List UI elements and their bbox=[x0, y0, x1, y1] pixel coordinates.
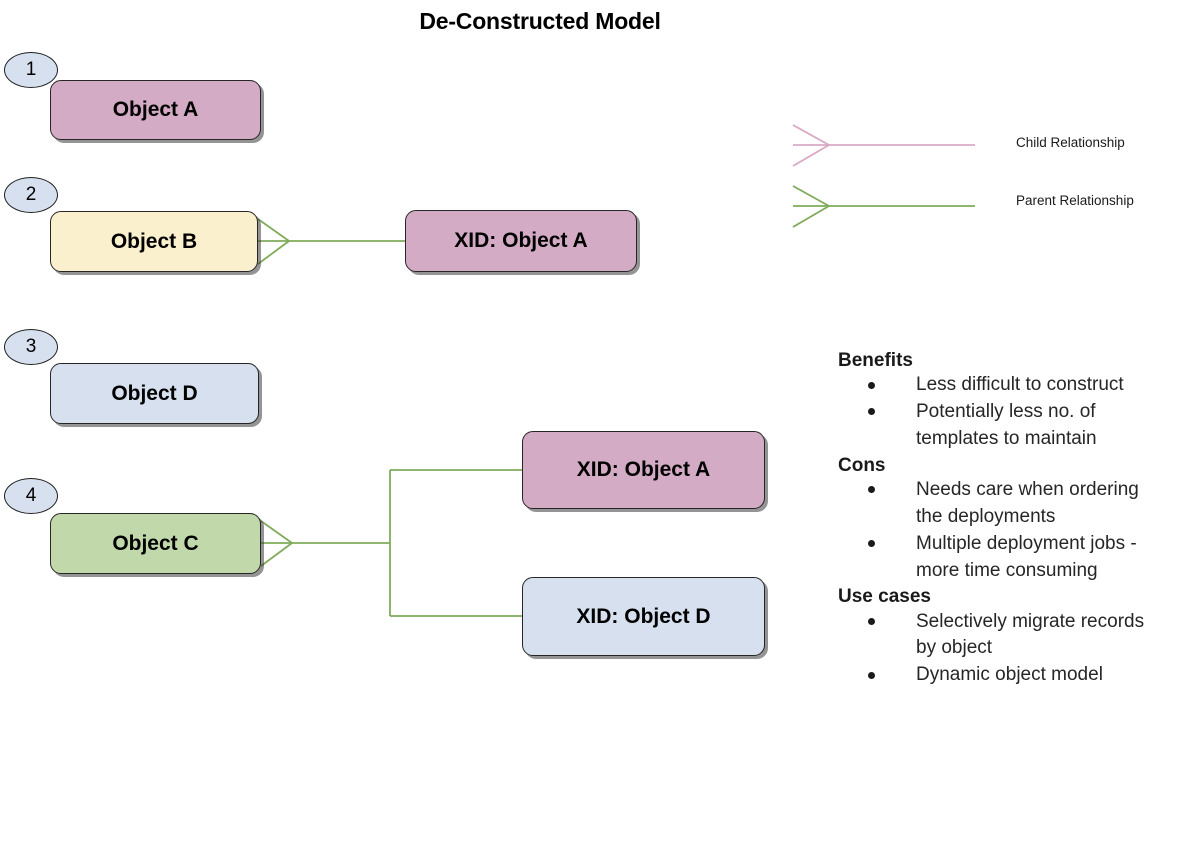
list-item: Potentially less no. of templates to mai… bbox=[868, 399, 1168, 453]
benefits-heading: Benefits bbox=[838, 350, 913, 371]
list-item-text: Needs care when ordering the deployments bbox=[916, 479, 1139, 527]
step-badge-2: 2 bbox=[4, 177, 58, 213]
benefits-list: Less difficult to construct Potentially … bbox=[838, 372, 1168, 452]
node-xid-object-d-step4[interactable]: XID: Object D bbox=[522, 577, 765, 656]
connector-object-c-branch bbox=[260, 469, 523, 617]
legend-child-relationship-label: Child Relationship bbox=[1016, 135, 1125, 150]
use-cases-heading: Use cases bbox=[838, 586, 931, 608]
step-badge-4: 4 bbox=[4, 478, 58, 514]
cons-list: Needs care when ordering the deployments… bbox=[838, 477, 1168, 584]
list-item: Dynamic object model bbox=[868, 662, 1168, 689]
list-item-text: Less difficult to construct bbox=[916, 374, 1124, 396]
bullet-icon bbox=[868, 381, 875, 389]
list-item: Needs care when ordering the deployments bbox=[868, 477, 1168, 531]
list-item-text: Selectively migrate records by object bbox=[916, 610, 1145, 659]
page-title: De-Constructed Model bbox=[419, 8, 661, 34]
notes-panel: Benefits Less difficult to construct Pot… bbox=[838, 348, 1168, 689]
list-item-text: Dynamic object model bbox=[916, 664, 1103, 686]
connector-object-b-to-xid-object-a bbox=[257, 218, 405, 265]
legend-parent-relationship-label: Parent Relationship bbox=[1016, 193, 1134, 208]
node-object-a[interactable]: Object A bbox=[50, 80, 261, 140]
bullet-icon bbox=[868, 486, 875, 494]
list-item: Less difficult to construct bbox=[868, 372, 1168, 399]
bullet-icon bbox=[868, 617, 875, 625]
bullet-icon bbox=[868, 408, 875, 416]
node-object-c[interactable]: Object C bbox=[50, 513, 261, 574]
cons-heading: Cons bbox=[838, 454, 886, 476]
legend-child-relationship-icon bbox=[792, 124, 975, 167]
list-item: Selectively migrate records by object bbox=[868, 609, 1168, 663]
bullet-icon bbox=[868, 671, 875, 679]
step-badge-3: 3 bbox=[4, 329, 58, 365]
list-item-text: Potentially less no. of templates to mai… bbox=[916, 401, 1097, 449]
legend-parent-relationship-icon bbox=[792, 185, 975, 228]
bullet-icon bbox=[868, 540, 875, 548]
node-xid-object-a-step2[interactable]: XID: Object A bbox=[405, 210, 637, 272]
step-badge-1: 1 bbox=[4, 52, 58, 88]
node-object-d[interactable]: Object D bbox=[50, 363, 259, 424]
node-object-b[interactable]: Object B bbox=[50, 211, 258, 272]
use-cases-list: Selectively migrate records by object Dy… bbox=[838, 609, 1168, 689]
list-item-text: Multiple deployment jobs - more time con… bbox=[916, 532, 1137, 581]
list-item: Multiple deployment jobs - more time con… bbox=[868, 531, 1168, 585]
node-xid-object-a-step4[interactable]: XID: Object A bbox=[522, 431, 765, 509]
